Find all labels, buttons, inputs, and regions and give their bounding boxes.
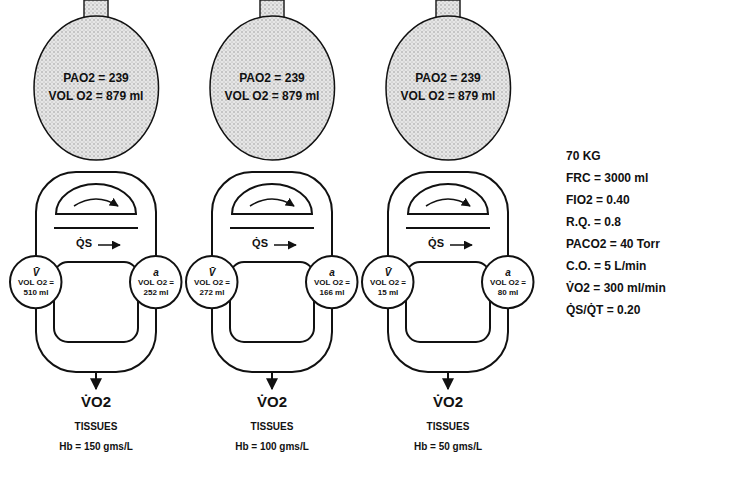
alveolus-shape xyxy=(386,16,511,160)
oxygen-uptake-label: V̇O2 xyxy=(388,393,508,410)
alveolus-outline xyxy=(209,15,336,161)
tissues-label: TISSUES xyxy=(36,421,156,433)
node-value: VOL O2 = 166 ml xyxy=(313,279,351,297)
tissues-label: TISSUES xyxy=(212,421,332,433)
node-text: V̄VOL O2 = 510 ml xyxy=(17,267,55,297)
node-text: V̄VOL O2 = 272 ml xyxy=(193,267,231,297)
node-heading: a xyxy=(313,267,351,279)
node-heading: V̄ xyxy=(193,267,231,279)
node-text: aVOL O2 = 80 ml xyxy=(489,267,527,297)
parameter-label: PACO2 = 40 Torr xyxy=(566,238,726,252)
venous-pool: V̄VOL O2 = 15 ml xyxy=(361,255,415,309)
node-heading: a xyxy=(137,267,175,279)
alveolus-shape xyxy=(34,16,159,160)
venous-pool: V̄VOL O2 = 272 ml xyxy=(185,255,239,309)
oxygen-uptake-label: V̇O2 xyxy=(36,393,156,410)
node-heading: V̄ xyxy=(17,267,55,279)
pool-shape xyxy=(362,256,414,308)
alveolus: PAO2 = 239VOL O2 = 879 ml xyxy=(385,15,512,161)
parameter-label: Q̇S/Q̇T = 0.20 xyxy=(566,304,726,318)
node-value: VOL O2 = 510 ml xyxy=(17,279,55,297)
parameter-label: FRC = 3000 ml xyxy=(566,172,726,186)
parameter-label: V̇O2 = 300 ml/min xyxy=(566,282,726,296)
node-heading: a xyxy=(489,267,527,279)
hemoglobin-label: Hb = 150 gms/L xyxy=(36,441,156,453)
node-text: aVOL O2 = 252 ml xyxy=(137,267,175,297)
node-heading: PAO2 = 239 xyxy=(401,72,496,86)
alveolus-shape xyxy=(210,16,335,160)
node-text: PAO2 = 239VOL O2 = 879 ml xyxy=(49,72,144,104)
shunt-label: Q̇S xyxy=(64,237,92,250)
pool-shape xyxy=(482,256,534,308)
parameter-label: R.Q. = 0.8 xyxy=(566,216,726,230)
parameter-label: C.O. = 5 L/min xyxy=(566,260,726,274)
node-value: VOL O2 = 80 ml xyxy=(489,279,527,297)
node-value: VOL O2 = 252 ml xyxy=(137,279,175,297)
oxygen-uptake-label: V̇O2 xyxy=(212,393,332,410)
node-value: VOL O2 = 879 ml xyxy=(401,90,496,104)
arterial-pool: aVOL O2 = 166 ml xyxy=(305,255,359,309)
node-heading: PAO2 = 239 xyxy=(225,72,320,86)
pool-shape xyxy=(130,256,182,308)
node-text: PAO2 = 239VOL O2 = 879 ml xyxy=(401,72,496,104)
node-value: VOL O2 = 879 ml xyxy=(225,90,320,104)
shunt-label: Q̇S xyxy=(240,237,268,250)
pool-shape xyxy=(306,256,358,308)
parameter-label: FIO2 = 0.40 xyxy=(566,194,726,208)
pool-shape xyxy=(186,256,238,308)
tissues-label: TISSUES xyxy=(388,421,508,433)
node-heading: PAO2 = 239 xyxy=(49,72,144,86)
node-text: aVOL O2 = 166 ml xyxy=(313,267,351,297)
parameter-label: 70 KG xyxy=(566,150,726,164)
node-text: PAO2 = 239VOL O2 = 879 ml xyxy=(225,72,320,104)
node-value: VOL O2 = 879 ml xyxy=(49,90,144,104)
arterial-pool: aVOL O2 = 252 ml xyxy=(129,255,183,309)
alveolus-outline xyxy=(33,15,160,161)
node-value: VOL O2 = 272 ml xyxy=(193,279,231,297)
hemoglobin-label: Hb = 100 gms/L xyxy=(212,441,332,453)
node-value: VOL O2 = 15 ml xyxy=(369,279,407,297)
alveolus: PAO2 = 239VOL O2 = 879 ml xyxy=(33,15,160,161)
alveolus: PAO2 = 239VOL O2 = 879 ml xyxy=(209,15,336,161)
node-text: V̄VOL O2 = 15 ml xyxy=(369,267,407,297)
arterial-pool: aVOL O2 = 80 ml xyxy=(481,255,535,309)
shunt-label: Q̇S xyxy=(416,237,444,250)
hemoglobin-label: Hb = 50 gms/L xyxy=(388,441,508,453)
node-heading: V̄ xyxy=(369,267,407,279)
venous-pool: V̄VOL O2 = 510 ml xyxy=(9,255,63,309)
pool-shape xyxy=(10,256,62,308)
alveolus-outline xyxy=(385,15,512,161)
